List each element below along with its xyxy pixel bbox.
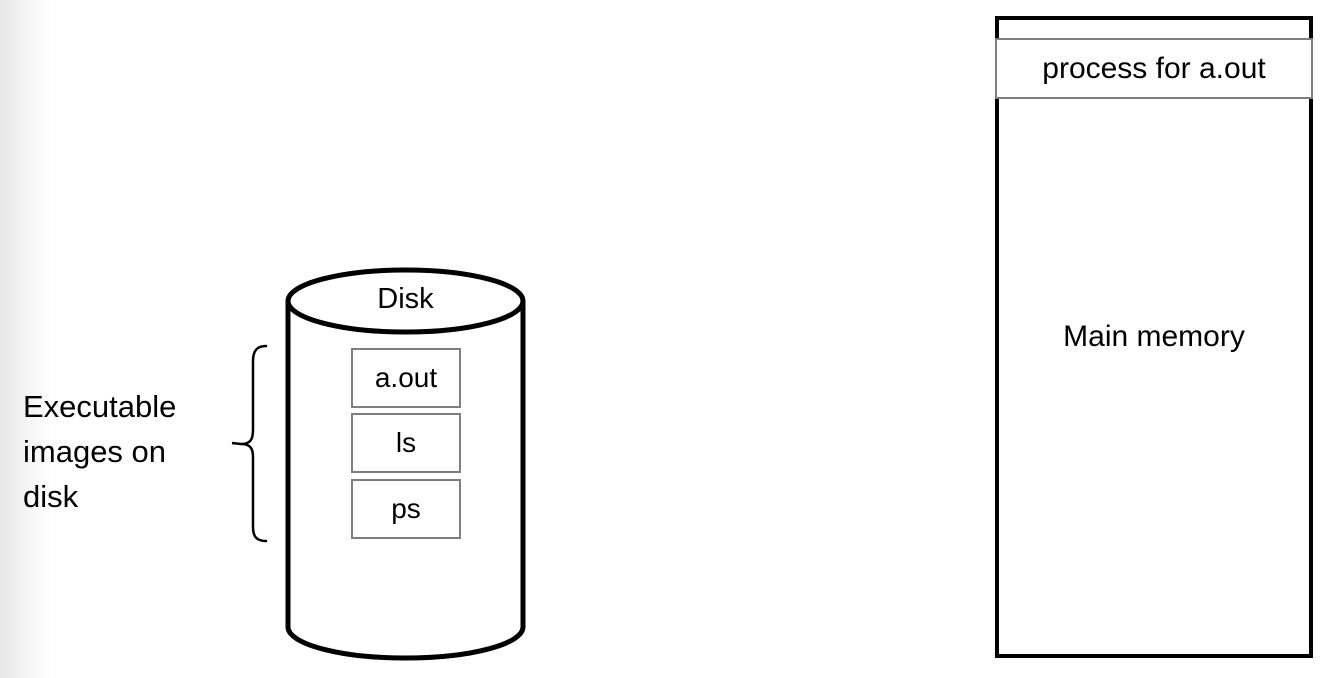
disk-file-box-ps: ps	[351, 479, 461, 539]
disk-file-label-ls: ls	[395, 427, 417, 458]
disk-title: Disk	[377, 283, 434, 315]
disk-file-box-aout: a.out	[351, 348, 461, 408]
disk-file-label-aout: a.out	[374, 362, 438, 393]
main-memory-label: Main memory	[1063, 320, 1245, 353]
process-box: process for a.out	[995, 38, 1313, 99]
main-memory-box	[995, 16, 1313, 658]
left-brace-shape	[231, 344, 268, 543]
executable-images-label: Executable images on disk	[23, 389, 177, 514]
disk-file-box-ls: ls	[351, 413, 461, 473]
disk-cylinder-top	[285, 267, 526, 335]
process-box-label: process for a.out	[1042, 51, 1266, 85]
slide-left-edge-shading	[0, 0, 52, 678]
disk-file-label-ps: ps	[391, 493, 421, 524]
